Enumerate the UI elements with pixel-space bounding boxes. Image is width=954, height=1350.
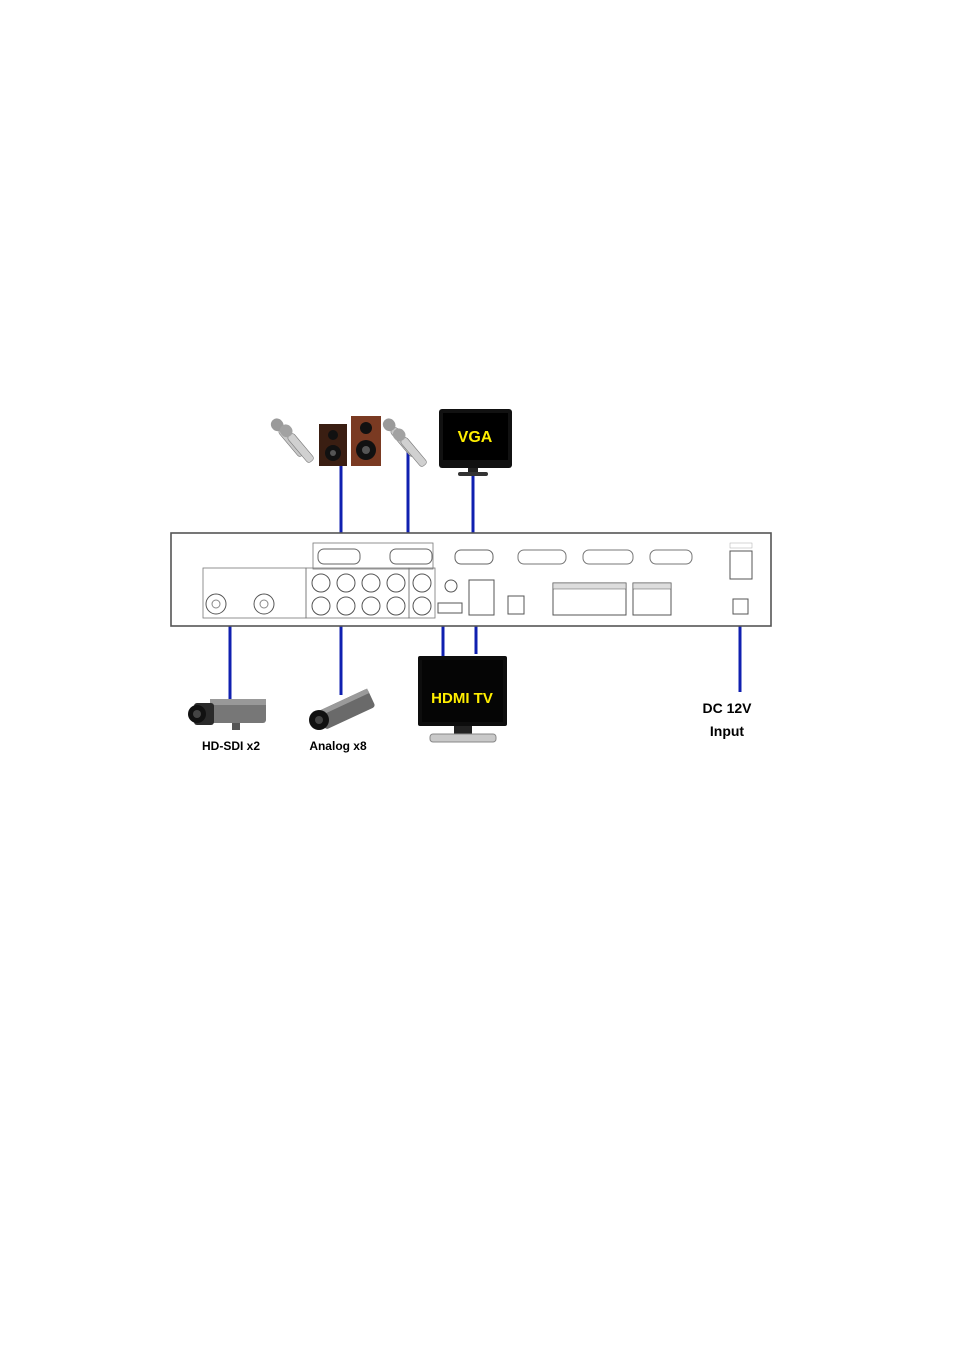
analog-caption: Analog x8	[309, 739, 367, 753]
vga-screen-label: VGA	[458, 429, 493, 446]
dc-in-port	[733, 599, 748, 614]
audio-out-devices	[380, 416, 429, 469]
audio-out-port	[390, 549, 432, 564]
serial-port-2	[583, 550, 633, 564]
serial-port-1	[518, 550, 566, 564]
dc-input-line2: Input	[710, 723, 745, 739]
speaker-icon	[319, 416, 381, 466]
audio-in-devices	[268, 416, 381, 466]
dvr-rear-panel	[171, 533, 771, 626]
vga-monitor: VGA	[439, 409, 512, 476]
hdmi-port	[438, 603, 462, 613]
serial-port-3	[650, 550, 692, 564]
analog-camera: Analog x8	[309, 688, 376, 753]
sdi-bnc-2	[254, 594, 274, 614]
hdmi-screen-label: HDMI TV	[431, 690, 493, 707]
hd-sdi-caption: HD-SDI x2	[202, 739, 260, 753]
hd-sdi-camera: HD-SDI x2	[188, 699, 266, 753]
hdmi-tv: HDMI TV	[418, 656, 507, 742]
power-switch	[730, 551, 752, 579]
dc-input-line1: DC 12V	[702, 700, 752, 716]
vga-port	[455, 550, 493, 564]
sdi-bnc-1	[206, 594, 226, 614]
dc-input-label: DC 12V Input	[702, 700, 752, 739]
audio-in-port	[318, 549, 360, 564]
ethernet-block	[469, 580, 494, 615]
